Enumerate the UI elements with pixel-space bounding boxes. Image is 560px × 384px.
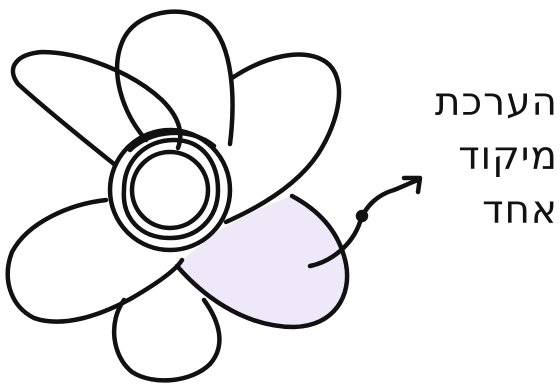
center-ring-inner xyxy=(132,152,208,228)
petal-upper-right xyxy=(226,55,339,222)
annotation-line-1: הערכת xyxy=(392,76,558,130)
center-ring-middle xyxy=(124,140,218,238)
annotation-line-2: מיקוד xyxy=(392,130,558,184)
annotation-line-3: אחד xyxy=(392,184,558,238)
petal-upper-left xyxy=(13,52,180,164)
center-ring-outer xyxy=(110,130,230,250)
petal-bottom xyxy=(114,300,219,380)
annotation-text: הערכת מיקוד אחד xyxy=(392,76,558,238)
petal-lower-left xyxy=(8,200,182,322)
